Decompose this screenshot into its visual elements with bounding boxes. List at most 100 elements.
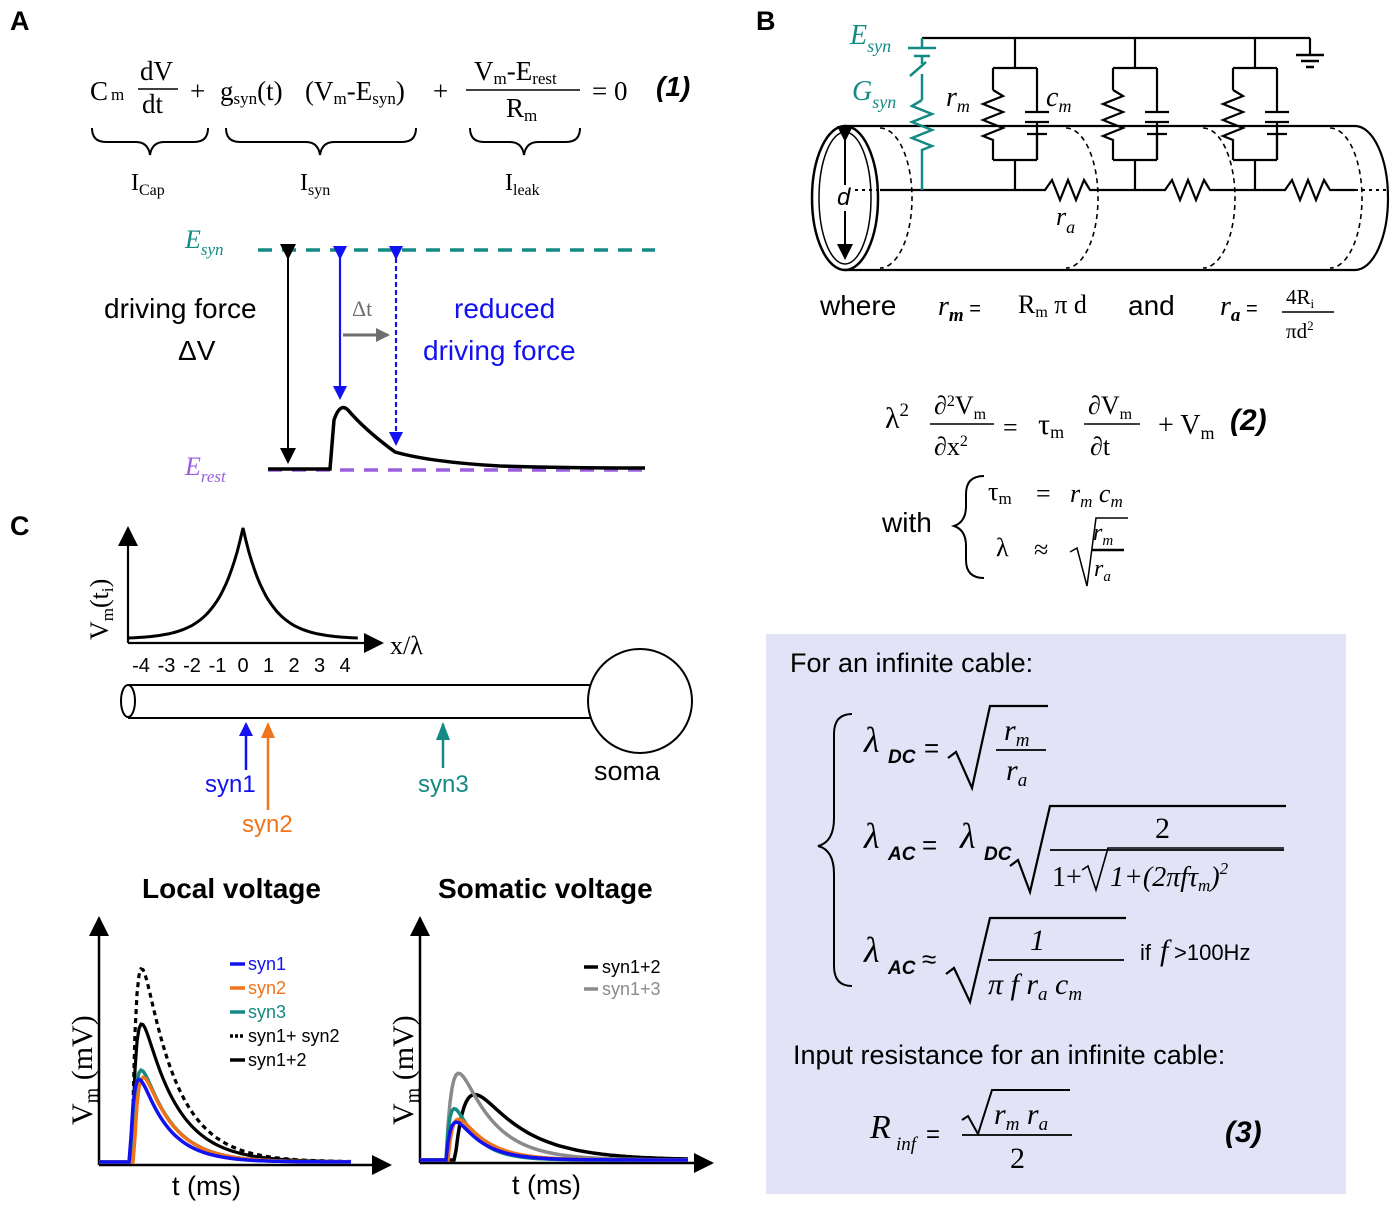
svg-text:DC: DC: [888, 747, 916, 768]
reduced-line2: driving force: [423, 335, 576, 366]
profile-curve: [128, 527, 358, 640]
local-legend-entry: syn1+2: [248, 1050, 307, 1070]
profile-tick: -3: [158, 655, 176, 677]
svg-text:DC: DC: [984, 844, 1012, 865]
svg-text:AC: AC: [887, 844, 916, 865]
i-cap-sub: Cap: [139, 182, 165, 199]
infinite-cable-box: For an infinite cable: λ DC = rm ra λ AC…: [766, 634, 1346, 1194]
local-x-label: t (ms): [172, 1171, 241, 1201]
trace-syn1-plus-syn2: [99, 966, 351, 1164]
svg-text:2: 2: [1010, 1142, 1025, 1175]
local-legend-entry: syn3: [248, 1002, 286, 1022]
rc-unit-3: [1220, 38, 1289, 190]
i-leak-sub: leak: [513, 182, 540, 199]
profile-tick: -1: [209, 655, 227, 677]
panel-c-label: C: [10, 511, 30, 541]
epsp-trace: [268, 405, 646, 471]
local-legend-entry: syn1: [248, 954, 286, 974]
svg-text:ra: ra: [1094, 556, 1111, 585]
svg-text:+ Vm: + Vm: [1158, 410, 1215, 443]
svg-text:∂t: ∂t: [1090, 432, 1111, 461]
svg-text:λ2: λ2: [885, 400, 909, 435]
svg-text:1+: 1+: [1052, 862, 1082, 893]
ra-eq-num: 4Ri: [1286, 285, 1315, 311]
local-y-label: Vm (mV): [66, 1015, 103, 1125]
eq1-vm-esyn: (Vm-Esyn): [305, 76, 405, 108]
svg-text:=: =: [924, 733, 939, 763]
panel-a-label: A: [10, 6, 30, 36]
svg-text:1+(2πfτm)2: 1+(2πfτm)2: [1110, 859, 1229, 895]
cable-segment-dividers: [879, 127, 1363, 269]
ra-eq-den: πd2: [1286, 318, 1314, 343]
infinite-cable-title: For an infinite cable:: [790, 648, 1033, 678]
local-voltage-title: Local voltage: [142, 873, 321, 904]
svg-text:1: 1: [1030, 924, 1045, 957]
panel-b-label: B: [756, 6, 776, 36]
diameter-label: d: [837, 184, 851, 211]
soma-trace-syn1: [420, 1120, 688, 1162]
svg-text:rm cm: rm cm: [1070, 479, 1123, 511]
box-background: [766, 634, 1346, 1194]
rc-unit-1: [980, 38, 1049, 190]
profile-tick: 3: [314, 655, 325, 677]
axial-resistance-chain: [880, 177, 1355, 203]
cable-end-right: [1354, 124, 1390, 272]
svg-text:τm: τm: [1038, 408, 1064, 442]
profile-tick: 4: [339, 655, 350, 677]
svg-text:λ: λ: [863, 720, 880, 760]
rm-eq-lhs: rm =: [938, 291, 981, 326]
i-syn-label: Isyn: [300, 170, 330, 199]
eq1-gsyn: gsyn(t): [220, 76, 283, 108]
where-label: where: [819, 290, 896, 321]
eq1-plus1: +: [190, 76, 205, 106]
syn1-label: syn1: [205, 771, 256, 798]
e-rest-label: Erest: [184, 452, 227, 486]
eq1-dt: dt: [142, 89, 164, 119]
i-cap-label: ICap: [131, 170, 165, 199]
svg-text:if: if: [1140, 940, 1152, 965]
local-traces: [99, 966, 352, 1164]
svg-text:∂Vm: ∂Vm: [1088, 391, 1133, 423]
local-legend-entry: syn2: [248, 978, 286, 998]
box-brace: [817, 713, 853, 987]
profile-tick: 2: [288, 655, 299, 677]
somatic-voltage-title: Somatic voltage: [438, 873, 653, 904]
rm-eq-rhs: Rm π d: [1018, 290, 1087, 321]
svg-text:λ: λ: [959, 816, 976, 856]
profile-tick: -2: [183, 655, 201, 677]
neurite: [128, 684, 600, 719]
eq1-zero: = 0: [592, 76, 627, 106]
diameter-label-bg: [833, 185, 857, 211]
e-syn-b-label: Esyn: [849, 20, 891, 56]
and-label: and: [1128, 290, 1175, 321]
svg-text:π f ra cm: π f ra cm: [988, 968, 1082, 1005]
eq2-number: (2): [1230, 404, 1267, 437]
svg-text:∂x2: ∂x2: [934, 432, 968, 461]
soma-label: soma: [594, 756, 661, 786]
svg-text:inf: inf: [896, 1134, 919, 1155]
svg-text:AC: AC: [887, 958, 916, 979]
delta-v-label: ΔV: [178, 335, 216, 366]
svg-text:=: =: [926, 1121, 940, 1148]
reduced-line1: reduced: [454, 293, 555, 324]
svg-text:=: =: [1003, 413, 1018, 442]
svg-text:≈: ≈: [922, 944, 936, 974]
svg-text:rm: rm: [1093, 520, 1113, 549]
somatic-y-label: Vm (mV): [387, 1015, 424, 1125]
svg-text:λ: λ: [996, 533, 1009, 562]
cm-label: cm: [1046, 82, 1071, 116]
eq1-plus2: +: [433, 76, 448, 106]
svg-text:R: R: [869, 1109, 891, 1146]
synapse-branch: [908, 38, 936, 190]
ra-eq-lhs: ra =: [1220, 291, 1258, 326]
profile-tick: 0: [237, 655, 248, 677]
driving-force-label: driving force: [104, 293, 257, 324]
panel-b: B d ra: [756, 6, 1390, 587]
g-syn-label: Gsyn: [852, 76, 896, 112]
ra-label: ra: [1056, 202, 1075, 237]
svg-text:∂2Vm: ∂2Vm: [934, 391, 987, 423]
eq1-rm: Rm: [506, 93, 537, 125]
svg-text:=: =: [1036, 479, 1051, 508]
e-syn-label: Esyn: [184, 225, 224, 259]
